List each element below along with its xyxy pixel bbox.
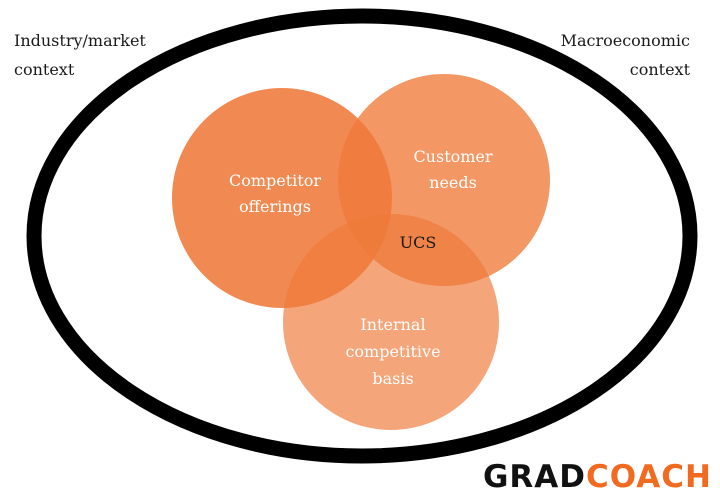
internal-competitive-basis-label: Internal competitive basis: [345, 315, 441, 388]
macroeconomic-context-label: Macroeconomic context: [560, 31, 690, 79]
internal-competitive-basis-circle: [283, 214, 499, 430]
competitor-offerings-label: Competitor offerings: [228, 171, 321, 216]
industry-market-context-label: Industry/market context: [14, 31, 146, 79]
ucs-center-label: UCS: [399, 233, 437, 252]
context-ring: [26, 8, 698, 464]
logo-part-grad: GRAD: [482, 459, 587, 495]
venn-circles: [172, 74, 550, 430]
logo-part-coach: COACH: [586, 459, 712, 495]
gradcoach-logo: GRADCOACH: [483, 460, 712, 494]
customer-needs-label: Customer needs: [413, 147, 493, 192]
